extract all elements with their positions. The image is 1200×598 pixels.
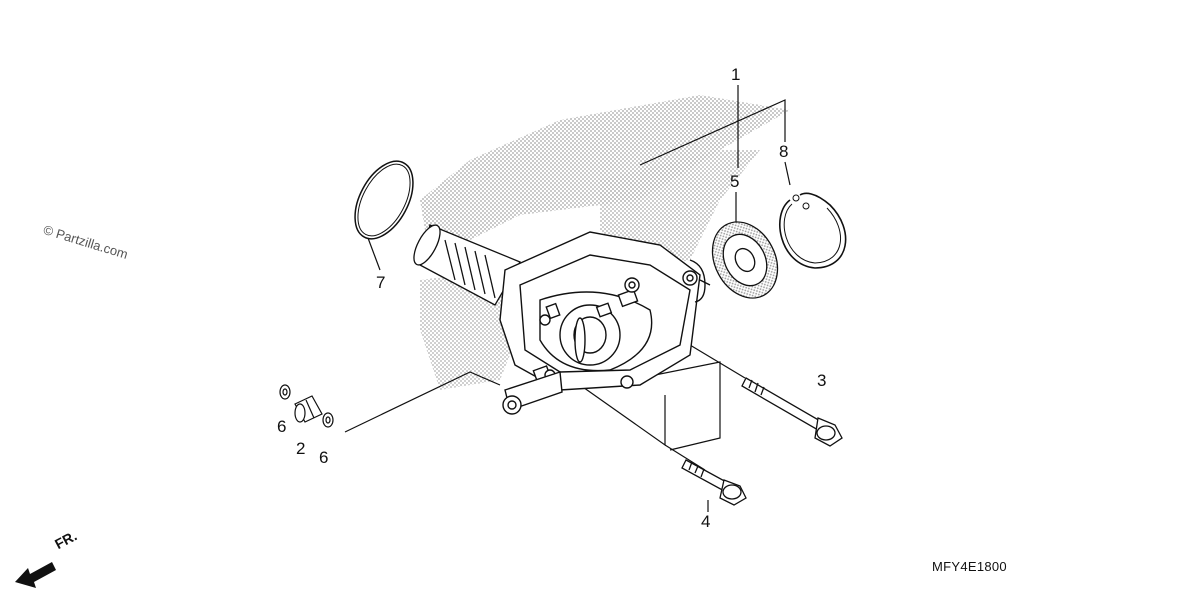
callout-6-right[interactable]: 6 — [319, 448, 329, 467]
callout-7[interactable]: 7 — [376, 273, 386, 292]
callout-8[interactable]: 8 — [779, 142, 789, 161]
washer-right — [322, 412, 334, 428]
bearing — [711, 221, 779, 299]
callout-5[interactable]: 5 — [730, 172, 740, 191]
plug — [294, 395, 323, 423]
callout-4[interactable]: 4 — [701, 512, 711, 531]
callout-3[interactable]: 3 — [817, 371, 827, 390]
washer-left — [279, 384, 291, 400]
diagram-code: MFY4E1800 — [932, 559, 1007, 574]
callout-6-left[interactable]: 6 — [277, 417, 287, 436]
front-direction-arrow — [15, 562, 56, 588]
leader-lines — [344, 85, 791, 512]
bolt-short — [681, 459, 747, 506]
bolt-long — [741, 377, 843, 447]
gear-case — [499, 231, 711, 415]
o-ring — [354, 160, 414, 240]
callout-1[interactable]: 1 — [731, 65, 741, 84]
callout-2[interactable]: 2 — [296, 439, 306, 458]
output-shaft — [413, 224, 521, 306]
circlip — [779, 192, 847, 269]
